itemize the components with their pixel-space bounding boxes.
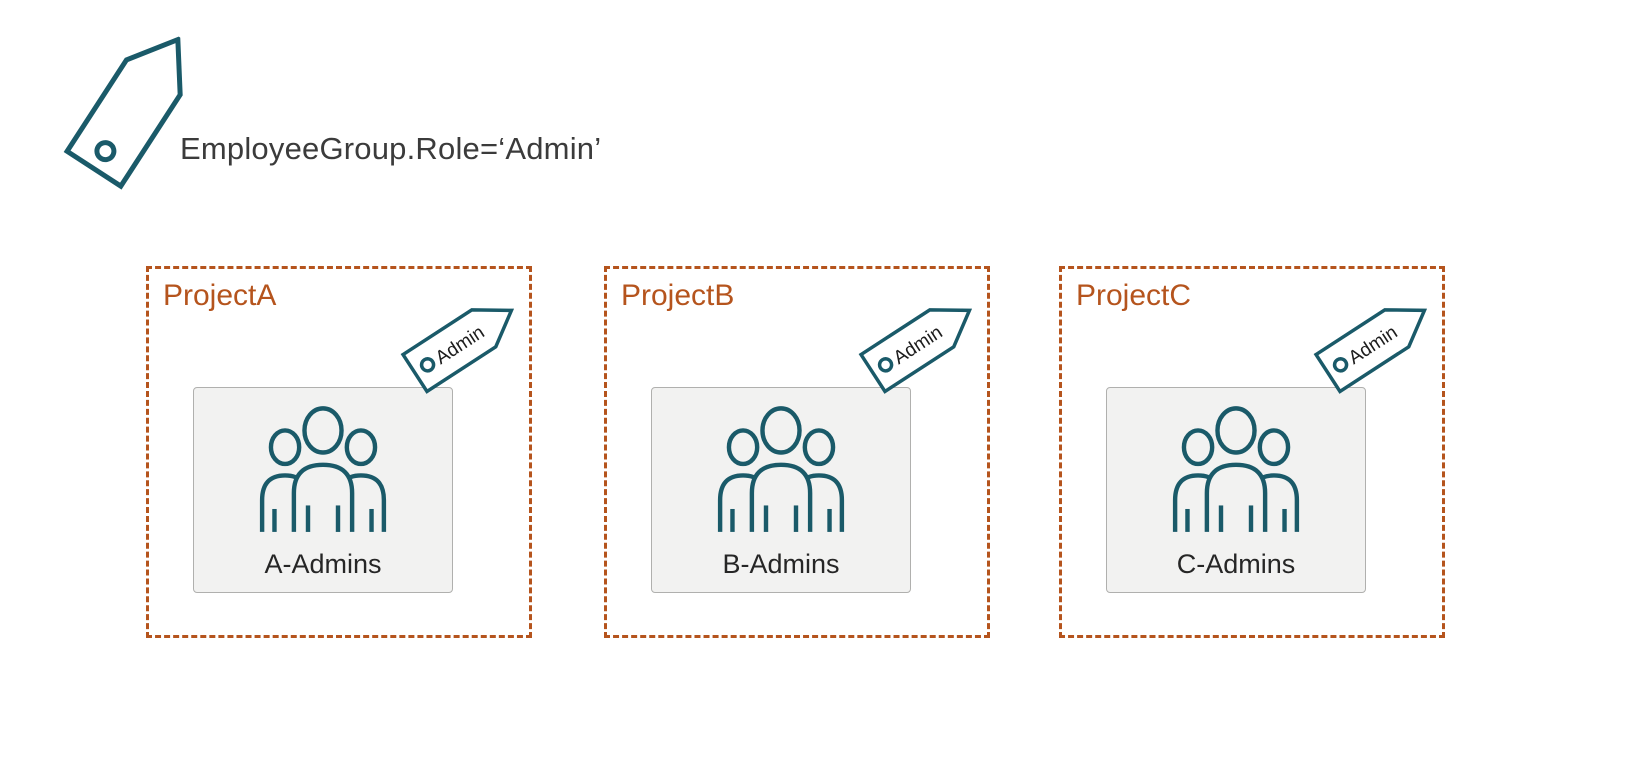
header-label: EmployeeGroup.Role=‘Admin’ <box>180 131 602 166</box>
group-label: B-Admins <box>722 549 840 579</box>
project-box-a: ProjectA Admin <box>146 266 532 638</box>
group-box: A-Admins <box>193 387 453 593</box>
project-box-b: ProjectB Admin <box>604 266 990 638</box>
group-box: C-Admins <box>1106 387 1366 593</box>
admin-tag-icon: Admin <box>858 289 988 399</box>
project-box-c: ProjectC Admin <box>1059 266 1445 638</box>
project-title: ProjectA <box>163 279 277 312</box>
user-group-icon <box>1161 400 1311 540</box>
group-box: B-Admins <box>651 387 911 593</box>
project-title: ProjectC <box>1076 279 1192 312</box>
group-label: C-Admins <box>1176 549 1296 579</box>
project-title: ProjectB <box>621 279 735 312</box>
tag-icon <box>63 18 213 193</box>
user-group-icon <box>248 400 398 540</box>
admin-tag-icon: Admin <box>1313 289 1443 399</box>
admin-tag-icon: Admin <box>400 289 530 399</box>
user-group-icon <box>706 400 856 540</box>
group-label: A-Admins <box>264 549 382 579</box>
